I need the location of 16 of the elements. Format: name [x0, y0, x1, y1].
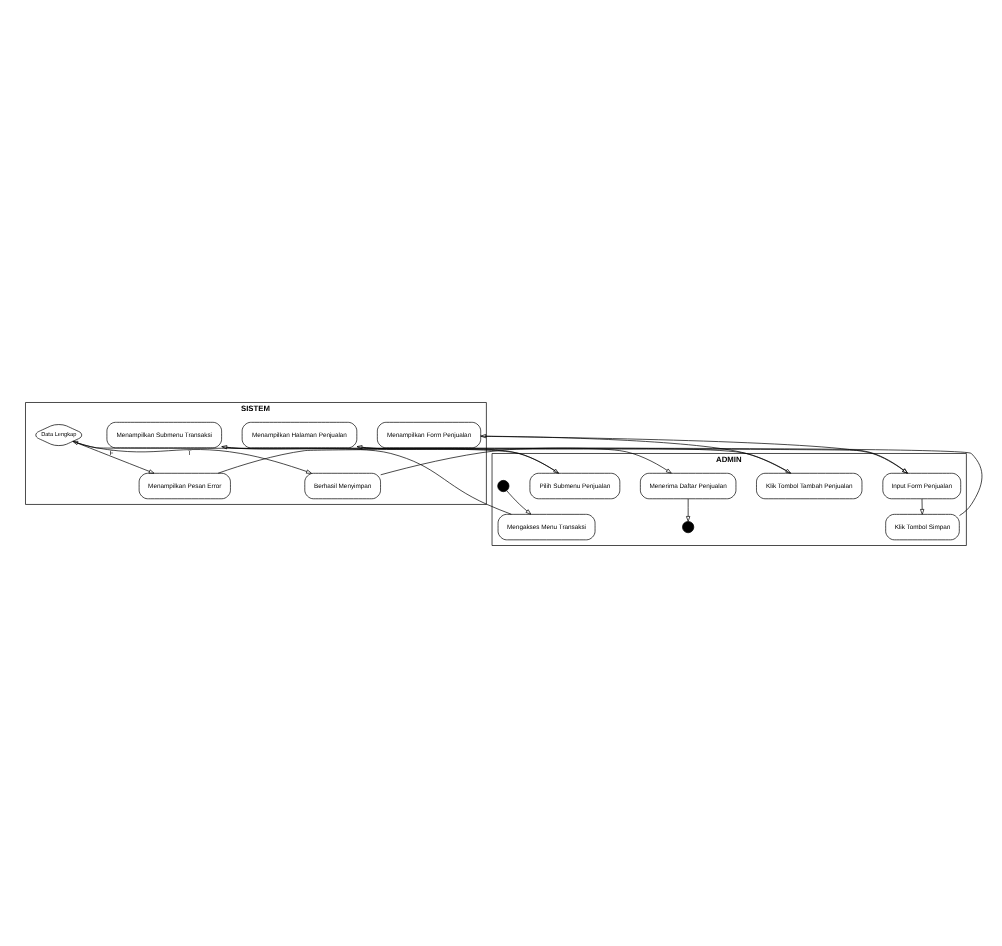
arrow — [72, 440, 983, 515]
arrow — [380, 446, 672, 475]
arrow — [686, 497, 691, 521]
arrow — [221, 445, 560, 473]
arrow — [920, 497, 925, 514]
arrow — [480, 434, 908, 473]
arrow — [72, 439, 312, 473]
arrow — [356, 444, 559, 473]
node-circle — [497, 479, 510, 492]
arrow — [217, 447, 908, 473]
arrow — [72, 440, 155, 473]
arrow — [356, 445, 792, 473]
arrow — [506, 489, 532, 514]
arrow — [480, 433, 791, 473]
node-circle — [682, 520, 695, 533]
arrow — [221, 444, 512, 514]
